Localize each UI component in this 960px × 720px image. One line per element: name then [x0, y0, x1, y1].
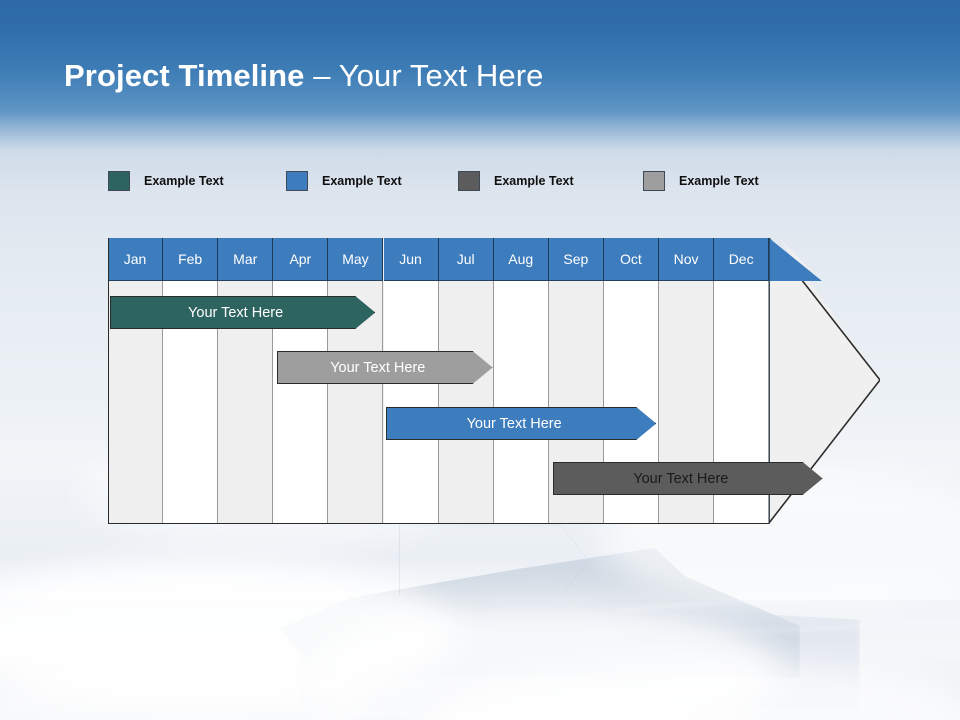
month-column-jul[interactable]: Jul: [438, 238, 494, 524]
timeline-bar-1[interactable]: Your Text Here: [110, 296, 375, 329]
month-label: Feb: [178, 251, 203, 267]
header-divider: [602, 238, 604, 281]
legend-item-label: Example Text: [144, 174, 224, 188]
month-column-mar[interactable]: Mar: [218, 238, 274, 524]
month-column-aug[interactable]: Aug: [493, 238, 549, 524]
month-header-sep[interactable]: Sep: [548, 238, 603, 281]
month-header-feb[interactable]: Feb: [163, 238, 218, 281]
page-title: Project Timeline – Your Text Here: [64, 58, 543, 94]
legend-item-label: Example Text: [494, 174, 574, 188]
month-header-jun[interactable]: Jun: [383, 238, 438, 281]
page-title-bold: Project Timeline: [64, 58, 305, 93]
month-header-jul[interactable]: Jul: [438, 238, 493, 281]
month-column-feb[interactable]: Feb: [163, 238, 219, 524]
header-divider: [272, 238, 274, 281]
legend-swatch-light-gray: [643, 171, 665, 191]
page-title-rest: Your Text Here: [338, 58, 544, 93]
month-header-nov[interactable]: Nov: [659, 238, 714, 281]
timeline-bar-2[interactable]: Your Text Here: [277, 351, 493, 384]
month-label: Aug: [508, 251, 534, 267]
legend: Example Text Example Text Example Text Exam…: [108, 168, 848, 194]
header-divider: [162, 238, 164, 281]
month-header-apr[interactable]: Apr: [273, 238, 328, 281]
header-divider: [217, 238, 219, 281]
header-divider: [768, 238, 770, 281]
month-header-mar[interactable]: Mar: [218, 238, 273, 281]
month-header-dec[interactable]: Dec: [714, 238, 769, 281]
header-divider: [657, 238, 659, 281]
month-label: Jul: [456, 251, 475, 267]
month-column-jan[interactable]: Jan: [108, 238, 164, 524]
month-label: Jan: [123, 251, 147, 267]
month-label: Oct: [620, 251, 642, 267]
month-header-aug[interactable]: Aug: [493, 238, 548, 281]
header-divider: [437, 238, 439, 281]
header-divider: [547, 238, 549, 281]
legend-item-label: Example Text: [679, 174, 759, 188]
month-label: Jun: [399, 251, 422, 267]
timeline-bar-4[interactable]: Your Text Here: [553, 462, 823, 495]
month-label: Nov: [673, 251, 699, 267]
month-header-oct[interactable]: Oct: [603, 238, 658, 281]
month-label: Dec: [728, 251, 754, 267]
month-header-may[interactable]: May: [328, 238, 383, 281]
legend-swatch-teal: [108, 171, 130, 191]
timeline-bar-label: Your Text Here: [466, 415, 562, 432]
legend-item-3[interactable]: Example Text: [643, 168, 759, 194]
header-divider: [713, 238, 715, 281]
legend-item-1[interactable]: Example Text: [286, 168, 402, 194]
page-title-dash: –: [304, 58, 339, 93]
timeline-chart: Jan Feb Mar Apr May Jun Jul Aug Sep Oct Nov Dec You…: [108, 238, 880, 524]
timeline-bar-3[interactable]: Your Text Here: [386, 407, 656, 440]
legend-swatch-blue: [286, 171, 308, 191]
timeline-bar-label: Your Text Here: [330, 359, 426, 376]
header-divider: [327, 238, 329, 281]
header-divider: [492, 238, 494, 281]
month-label: Sep: [563, 251, 589, 267]
legend-swatch-dark-gray: [458, 171, 480, 191]
month-label: Mar: [233, 251, 258, 267]
timeline-bar-label: Your Text Here: [188, 304, 284, 321]
legend-item-2[interactable]: Example Text: [458, 168, 574, 194]
legend-item-label: Example Text: [322, 174, 402, 188]
month-label: May: [342, 251, 369, 267]
header-divider: [382, 238, 384, 281]
month-header-jan[interactable]: Jan: [108, 238, 163, 281]
legend-item-0[interactable]: Example Text: [108, 168, 224, 194]
month-label: Apr: [289, 251, 312, 267]
timeline-bar-label: Your Text Here: [633, 470, 729, 487]
